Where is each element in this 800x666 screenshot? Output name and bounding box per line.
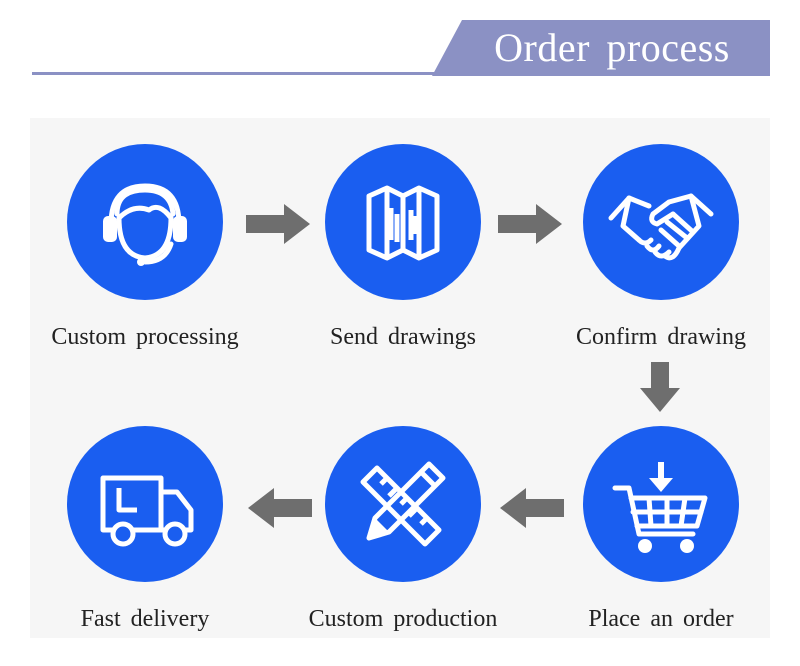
header-tab xyxy=(432,20,770,76)
arrow-right-1 xyxy=(246,202,312,246)
step-label: Custom production xyxy=(308,606,498,632)
shopping-cart-icon xyxy=(612,462,708,553)
arrow-left-icon xyxy=(500,488,564,528)
step-circle xyxy=(583,426,739,582)
step-fast-delivery: Fast delivery xyxy=(50,426,240,666)
arrow-right-icon xyxy=(498,204,562,244)
delivery-truck-icon xyxy=(100,475,194,547)
step-circle xyxy=(67,426,223,582)
step-circle xyxy=(67,144,223,300)
header-underline xyxy=(32,72,452,75)
step-circle xyxy=(583,144,739,300)
page-title: Order process xyxy=(494,25,730,70)
step-custom-production: Custom production xyxy=(308,426,498,666)
step-custom-processing: Custom processing xyxy=(50,144,240,384)
pencil-ruler-icon xyxy=(360,461,446,547)
step-circle xyxy=(325,426,481,582)
arrow-right-icon xyxy=(246,204,310,244)
handshake-icon xyxy=(608,193,714,261)
step-send-drawings: Send drawings xyxy=(308,144,498,384)
step-confirm-drawing: Confirm drawing xyxy=(566,144,756,384)
header-banner: Order process xyxy=(0,0,800,90)
arrow-down-icon xyxy=(640,362,680,412)
step-circle xyxy=(325,144,481,300)
folded-map-icon xyxy=(366,185,440,261)
step-label: Custom processing xyxy=(51,324,239,350)
arrow-right-2 xyxy=(498,202,564,246)
step-label: Fast delivery xyxy=(80,606,210,632)
step-label: Confirm drawing xyxy=(576,324,746,350)
step-label: Send drawings xyxy=(330,324,476,350)
arrow-down xyxy=(638,362,682,414)
arrow-left-1 xyxy=(498,486,564,530)
arrow-left-2 xyxy=(246,486,312,530)
step-place-an-order: Place an order xyxy=(566,426,756,666)
step-label: Place an order xyxy=(588,606,734,632)
arrow-left-icon xyxy=(248,488,312,528)
headset-person-icon xyxy=(103,183,187,266)
